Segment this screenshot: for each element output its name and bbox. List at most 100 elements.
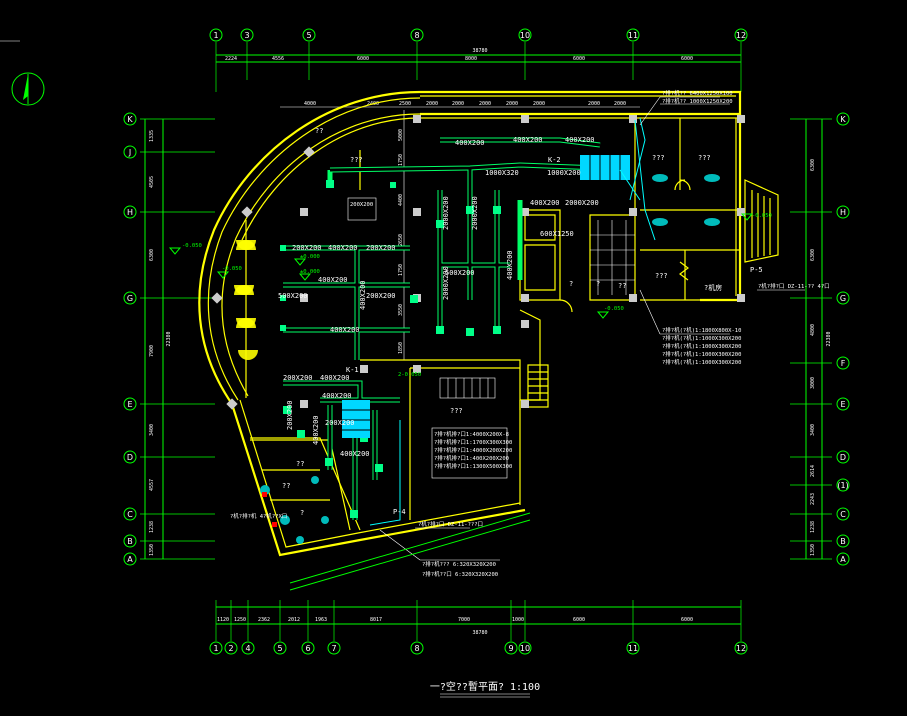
axis-label: F [841,359,846,368]
dim-text: 2362 [258,617,270,623]
room-label: ??? [450,407,463,415]
room-label: ?? [315,127,323,135]
dimension-texts: 38780 2224 4556 6000 8000 6000 6000 1120… [149,48,832,636]
dim-text: 3400 [149,424,155,436]
room-label: ? [596,280,600,288]
callout-text: ?排?机排?口1:400X200X200 [434,454,509,462]
axis-label: 1 [213,644,218,653]
level-markers: -0.050 -0.050 ±0.000 ±0.000 -0.050 -0.05… [168,213,772,378]
dim-text: 6000 [681,56,693,62]
axis-label: 10 [520,644,530,653]
axis-label: H [840,208,846,217]
callout-text: ?排?机排?口1:4000X200X200 [434,446,512,454]
axis-grid [140,42,832,641]
duct-label: 600X1250 [540,230,574,238]
dim-text: 2224 [225,56,237,62]
dim-text: 2000 [588,101,600,107]
duct-label: 200X200 [325,419,355,427]
axis-label: 11 [628,644,638,653]
dim-text: 2000 [614,101,626,107]
duct-label: 400X200 [318,276,348,284]
duct-label: 400X200 [359,280,367,310]
axis-label: 12 [736,31,746,40]
dim-text: 1238 [810,521,816,533]
room-label: ? [300,509,304,517]
dim-text: 1750 [398,264,404,276]
axis-label: 12 [736,644,746,653]
axis-label: J [128,148,131,157]
axis-label: (1) [837,481,848,490]
room-label: ??? [655,272,668,280]
level-text: 2-0.050 [398,372,421,378]
axis-label: K [840,115,846,124]
duct-label: 1000X320 [485,169,519,177]
duct-label: 400X200 [328,244,358,252]
axis-label: C [127,510,133,519]
axis-label: 10 [520,31,530,40]
level-text: -0.050 [604,306,624,312]
axis-bubbles-top: 1 3 5 8 10 11 12 [209,28,748,42]
duct-label: 400X200 [340,450,370,458]
north-arrow-icon [11,72,45,106]
duct-size-labels: 400X200 400X200 400X200 1000X320 1000X20… [278,136,599,458]
dim-text: 2000 [506,101,518,107]
axis-label: 8 [414,31,419,40]
duct-label: 200X200 [283,374,313,382]
dim-text: 3400 [810,424,816,436]
dim-text: 2650 [398,234,404,246]
inner-left-dims: 5000 1750 4400 2650 1750 3550 1850 [398,110,405,360]
drawing-title: 一?空??暫平面? 1:100 [430,680,540,693]
dim-text: 22380 [826,331,832,346]
dim-text: 8017 [370,617,382,623]
dim-text: 1350 [810,544,816,556]
callout-text: ?机?排?口 DZ-11-???口 [418,520,483,528]
dim-text: 1335 [149,130,155,142]
callout-text: ?排?机??? 6:320X320X200 [422,560,496,568]
dim-text: 3550 [398,304,404,316]
axis-label: B [127,537,133,546]
room-label: ??? [652,154,665,162]
structural-columns [211,115,745,410]
room-label: ?机房 [704,283,722,292]
dim-text: 1750 [398,154,404,166]
dim-text: 2243 [810,493,816,505]
axis-label: H [127,208,133,217]
duct-label: 200X200 [366,292,396,300]
dim-text: 4505 [149,176,155,188]
duct-label: 400X200 [330,326,360,334]
dim-text: 2000 [533,101,545,107]
dim-text: 6000 [573,56,585,62]
annotation-callouts: ?排?机?? 6400X1250X100 ?排?机?? 1000X1250X20… [230,89,830,578]
axis-label: 9 [508,644,513,653]
duct-label: 400X200 [312,415,320,445]
axis-label: 2 [228,644,233,653]
duct-label: 200X200 [366,244,396,252]
axis-label: K [127,115,133,124]
axis-label: A [127,555,133,564]
axis-label: 1 [213,31,218,40]
plumbing-fixtures [260,174,720,544]
entrance-revolving-doors [234,220,258,398]
dim-text: 1963 [315,617,327,623]
callout-text: ?排?机(?机)1:1000X300X200 [662,358,741,366]
dim-text: 2614 [810,465,816,477]
room-label: ??? [350,156,363,164]
dim-text: 38780 [472,630,487,636]
axis-label: 7 [331,644,336,653]
dim-text: 7000 [458,617,470,623]
room-label: ?? [296,460,304,468]
dim-text: 2000 [426,101,438,107]
callout-text: ?排?机排?口1:4000X200X-8 [434,430,509,438]
equipment-tag: K-2 [548,156,561,164]
callout-text: ?排?机??口 6:320X320X200 [422,570,498,578]
axis-label: B [840,537,846,546]
callout-text: ?排?机(?机)1:1800X800X-10 [662,326,741,334]
level-text: -0.050 [752,213,772,219]
axis-bubbles-right: K H G F E D (1) C B A [836,112,850,566]
axis-label: 4 [245,644,250,653]
dim-text: 2012 [288,617,300,623]
dim-text: 4000 [304,101,316,107]
duct-label: 2000X200 [442,266,450,300]
dim-text: 6000 [573,617,585,623]
axis-label: G [127,294,133,303]
